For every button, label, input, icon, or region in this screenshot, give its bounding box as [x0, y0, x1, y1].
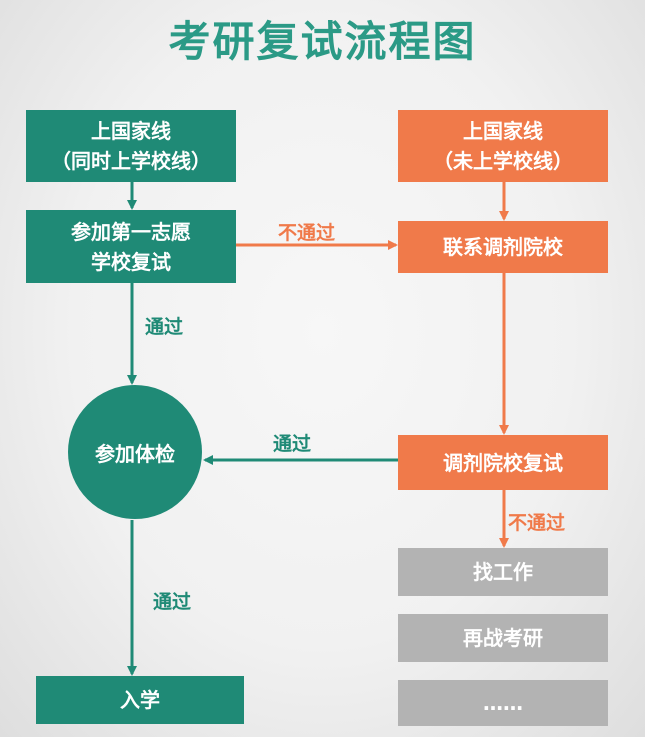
- box-ellipsis: ……: [398, 680, 608, 726]
- box-national-and-school-line-text2: （同时上学校线）: [51, 149, 211, 173]
- page-title: 考研复试流程图: [168, 17, 477, 66]
- box-national-line-only-text2: （未上学校线）: [433, 149, 573, 173]
- box-first-choice-retest-text1: 参加第一志愿: [71, 219, 191, 244]
- circle-physical-exam: 参加体检: [68, 385, 202, 519]
- box-contact-adjust-schools: 联系调剂院校: [398, 221, 608, 273]
- box-adjust-school-retest: 调剂院校复试: [398, 435, 608, 490]
- box-national-line-only-text1: 上国家线: [463, 119, 543, 143]
- label-passed-left-upper: 通过: [145, 316, 184, 338]
- box-national-and-school-line-text1: 上国家线: [91, 119, 171, 143]
- box-find-job: 找工作: [398, 548, 608, 596]
- box-retry-exam: 再战考研: [398, 614, 608, 662]
- box-first-choice-retest-text2: 学校复试: [91, 249, 171, 274]
- box-national-line-only: 上国家线 （未上学校线）: [398, 110, 608, 182]
- label-not-passed-top: 不通过: [278, 222, 336, 244]
- box-enroll: 入学: [36, 676, 244, 724]
- label-passed-left-lower: 通过: [153, 591, 192, 613]
- label-passed-middle: 通过: [273, 433, 312, 455]
- label-not-passed-right: 不通过: [508, 512, 566, 534]
- box-national-and-school-line: 上国家线 （同时上学校线）: [26, 110, 236, 182]
- box-first-choice-retest: 参加第一志愿 学校复试: [26, 210, 236, 283]
